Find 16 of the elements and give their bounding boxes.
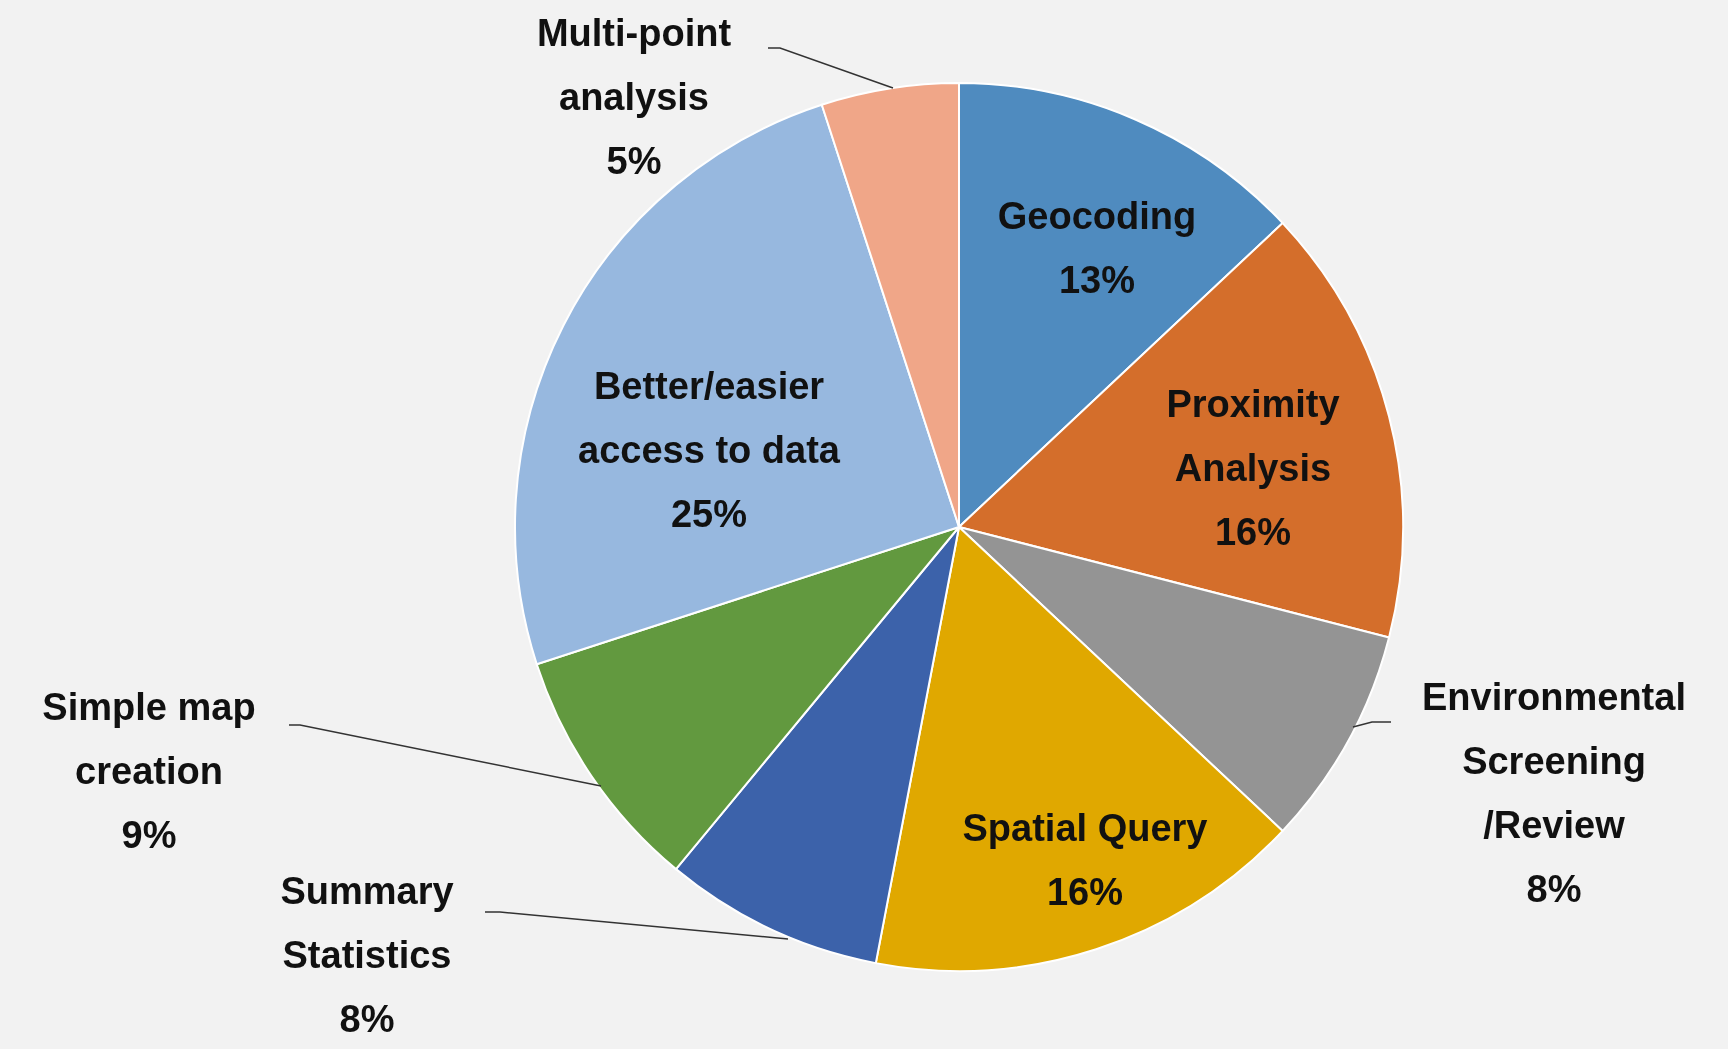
category-label: Multi-point analysis	[535, 11, 733, 120]
category-label: Better/easier access to data	[577, 364, 841, 473]
value-label: 8%	[1525, 867, 1583, 912]
category-label: Geocoding	[996, 194, 1198, 239]
category-label: Environmental Screening /Review	[1421, 675, 1687, 848]
value-label: 8%	[338, 997, 396, 1042]
category-label: Spatial Query	[961, 806, 1209, 851]
value-label: 16%	[1213, 510, 1293, 555]
category-label: Proximity Analysis	[1165, 382, 1341, 491]
category-label: Simple map creation	[41, 685, 257, 794]
value-label: 13%	[1057, 258, 1137, 303]
category-label: Summary Statistics	[279, 869, 455, 978]
value-label: 5%	[605, 139, 663, 184]
value-label: 25%	[669, 492, 749, 537]
value-label: 16%	[1045, 870, 1125, 915]
value-label: 9%	[120, 813, 178, 858]
